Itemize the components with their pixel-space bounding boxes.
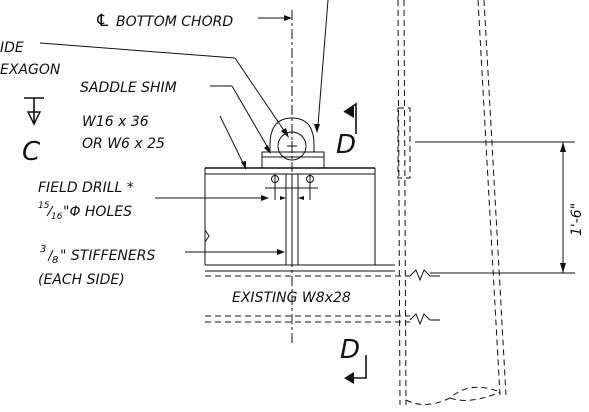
w16-label: W16 x 36 xyxy=(82,114,149,130)
saddle-shim xyxy=(261,151,325,169)
section-d-top-label: D xyxy=(336,130,356,160)
w6-label: OR W6 x 25 xyxy=(82,136,165,152)
side-label: IDE xyxy=(0,40,24,56)
pipe-plate xyxy=(397,107,411,179)
hexagon-label: EXAGON xyxy=(0,62,61,78)
section-c-label: C xyxy=(22,137,41,167)
section-mark-d-top: D xyxy=(336,102,357,160)
cl-symbol: ℄ xyxy=(95,11,110,31)
section-mark-c: C xyxy=(22,97,44,167)
each-side-label: (EACH SIDE) xyxy=(38,272,125,288)
dimension-1-6: 1'-6" xyxy=(415,141,585,274)
field-drill-label: FIELD DRILL * xyxy=(38,180,134,196)
holes-frac-num: 15 xyxy=(38,201,50,211)
stiffeners-label: 3 8 " STIFFENERS xyxy=(40,244,155,266)
leaders xyxy=(39,0,329,255)
section-d-bottom-label: D xyxy=(340,335,360,365)
dimension-label: 1'-6" xyxy=(569,203,585,236)
bottom-chord-text: BOTTOM CHORD xyxy=(116,14,233,30)
stiffeners-text: " STIFFENERS xyxy=(60,248,155,264)
existing-beam-label: EXISTING W8x28 xyxy=(232,290,351,306)
holes-text: "Φ HOLES xyxy=(63,204,132,220)
saddle-shim-label: SADDLE SHIM xyxy=(80,80,177,96)
holes-frac-den: 16 xyxy=(51,212,63,222)
new-beam-w16 xyxy=(204,167,376,265)
stiff-frac-den: 8 xyxy=(52,255,58,266)
cl-bottom-chord-label: ℄ BOTTOM CHORD xyxy=(95,11,233,31)
existing-pipe-column xyxy=(397,0,507,406)
existing-beam-lines xyxy=(205,264,440,326)
stiff-frac-num: 3 xyxy=(40,244,46,255)
holes-label: 15 16 "Φ HOLES xyxy=(38,201,132,222)
section-mark-d-bottom: D xyxy=(340,335,367,384)
